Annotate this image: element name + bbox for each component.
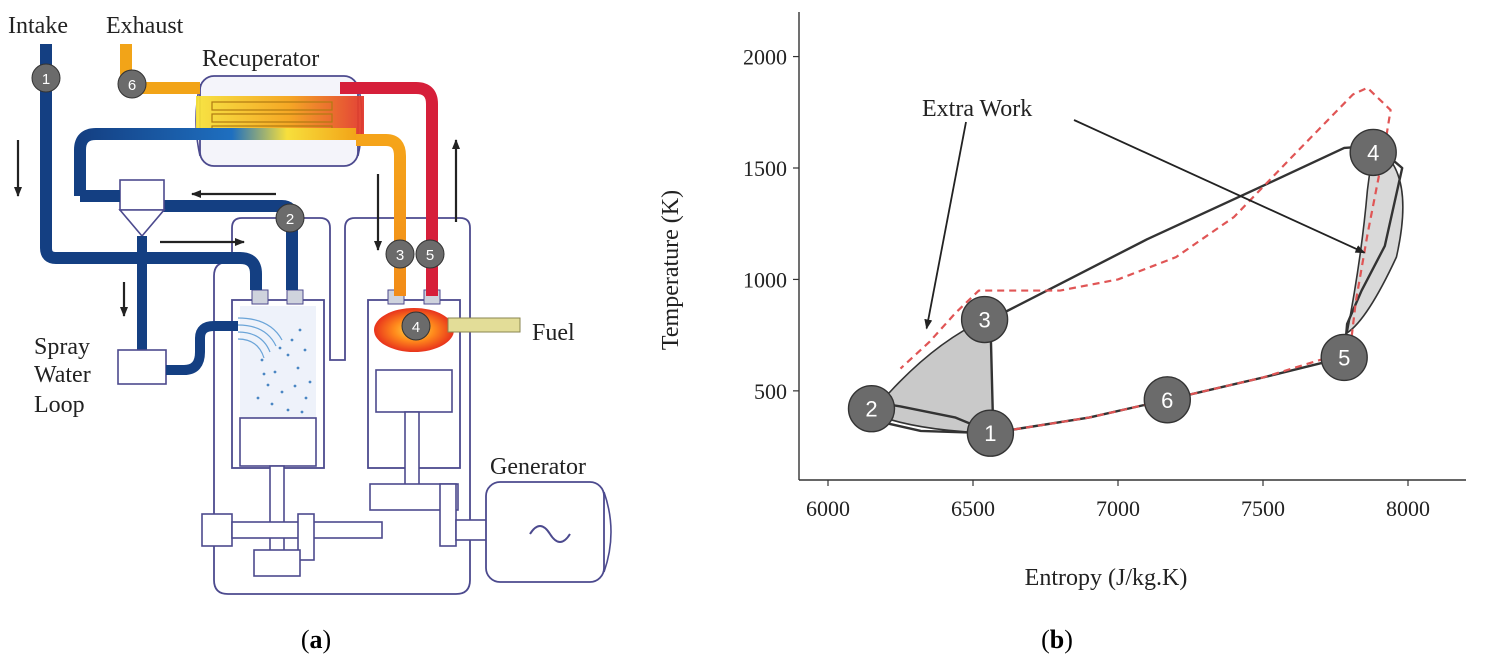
y-tick-label: 1000 xyxy=(743,267,787,292)
y-tick-label: 2000 xyxy=(743,45,787,70)
extra-work-arrow-left xyxy=(924,121,967,330)
water-label: Water xyxy=(34,362,91,388)
spray-label: Spray xyxy=(34,334,90,360)
node-5-label: 5 xyxy=(426,247,434,264)
state-point-label-2: 2 xyxy=(865,397,877,422)
ts-diagram: 6000 6500 7000 7500 8000 500 1000 1500 2000 1 2 3 4 5… xyxy=(658,12,1466,654)
x-tick-label: 7000 xyxy=(1096,496,1140,521)
intake-label: Intake xyxy=(8,13,68,39)
state-point-label-3: 3 xyxy=(978,308,990,333)
x-tick-label: 7500 xyxy=(1241,496,1285,521)
flow-arrows xyxy=(14,139,460,317)
state-point-4 xyxy=(1349,128,1397,177)
state-point-label-6: 6 xyxy=(1161,388,1173,413)
node-1-label: 1 xyxy=(42,71,50,88)
y-tick-label: 500 xyxy=(754,379,787,404)
state-point-3 xyxy=(960,295,1009,344)
y-axis-label: Temperature (K) xyxy=(658,190,684,350)
crankshaft xyxy=(201,483,497,577)
extra-work-region-high xyxy=(1345,144,1404,335)
state-point-label-5: 5 xyxy=(1338,345,1350,370)
spray-feed-pipe xyxy=(166,321,238,375)
caption-b-letter: b xyxy=(1050,625,1064,654)
hot-exhaust-pipe xyxy=(340,82,438,296)
state-point-1 xyxy=(966,409,1015,457)
extra-work-annotation: Extra Work xyxy=(922,96,1032,122)
state-point-label-1: 1 xyxy=(984,421,996,446)
node-3-label: 3 xyxy=(396,247,404,264)
compression-cylinder xyxy=(231,289,325,553)
recuperator-label: Recuperator xyxy=(202,46,319,72)
x-tick-label: 8000 xyxy=(1386,496,1430,521)
caption-a-open: ( xyxy=(301,625,310,654)
node-6-label: 6 xyxy=(128,77,136,94)
intake-pipe xyxy=(40,44,262,290)
node-1: 1 xyxy=(31,63,61,93)
caption-b-open: ( xyxy=(1041,625,1050,654)
water-separator xyxy=(80,179,166,238)
engine-block-outline xyxy=(213,217,471,595)
exhaust-label: Exhaust xyxy=(106,13,184,39)
sine-wave-icon xyxy=(529,525,571,543)
state-point-label-4: 4 xyxy=(1367,140,1379,165)
fuel-label: Fuel xyxy=(532,320,575,346)
extra-work-arrow-right xyxy=(1073,119,1366,254)
generator-label: Generator xyxy=(490,454,586,480)
node-5: 5 xyxy=(415,239,445,269)
state-point-2 xyxy=(847,384,896,433)
series-ideal-cycle xyxy=(899,86,1392,435)
node-4-label: 4 xyxy=(412,319,420,336)
caption-a-letter: a xyxy=(310,625,323,654)
water-droplets xyxy=(256,328,312,414)
node-4: 4 xyxy=(401,311,431,341)
fuel-injector xyxy=(447,317,521,333)
caption-a: (a) xyxy=(301,625,331,654)
loop-label: Loop xyxy=(34,392,85,418)
caption-b: (b) xyxy=(1041,625,1073,654)
node-6: 6 xyxy=(117,69,147,99)
state-point-6 xyxy=(1143,376,1192,424)
y-tick-label: 1500 xyxy=(743,156,787,181)
node-2: 2 xyxy=(275,203,305,233)
preheat-pipe xyxy=(74,128,356,196)
recuperator xyxy=(195,75,364,167)
node-3: 3 xyxy=(385,239,415,269)
x-tick-label: 6500 xyxy=(951,496,995,521)
engine-schematic: Intake Exhaust Recuperator xyxy=(8,13,612,654)
state-point-5 xyxy=(1320,333,1368,382)
x-axis-label: Entropy (J/kg.K) xyxy=(1025,565,1188,591)
node-2-label: 2 xyxy=(286,211,294,228)
water-tank xyxy=(117,349,167,385)
caption-b-close: ) xyxy=(1064,625,1073,654)
caption-a-close: ) xyxy=(323,625,332,654)
x-tick-label: 6000 xyxy=(806,496,850,521)
chart-plot-area: 6000 6500 7000 7500 8000 500 1000 1500 2000 1 2 3 4 5… xyxy=(743,12,1466,521)
hot-air-pipe xyxy=(356,134,406,296)
generator xyxy=(485,481,612,583)
